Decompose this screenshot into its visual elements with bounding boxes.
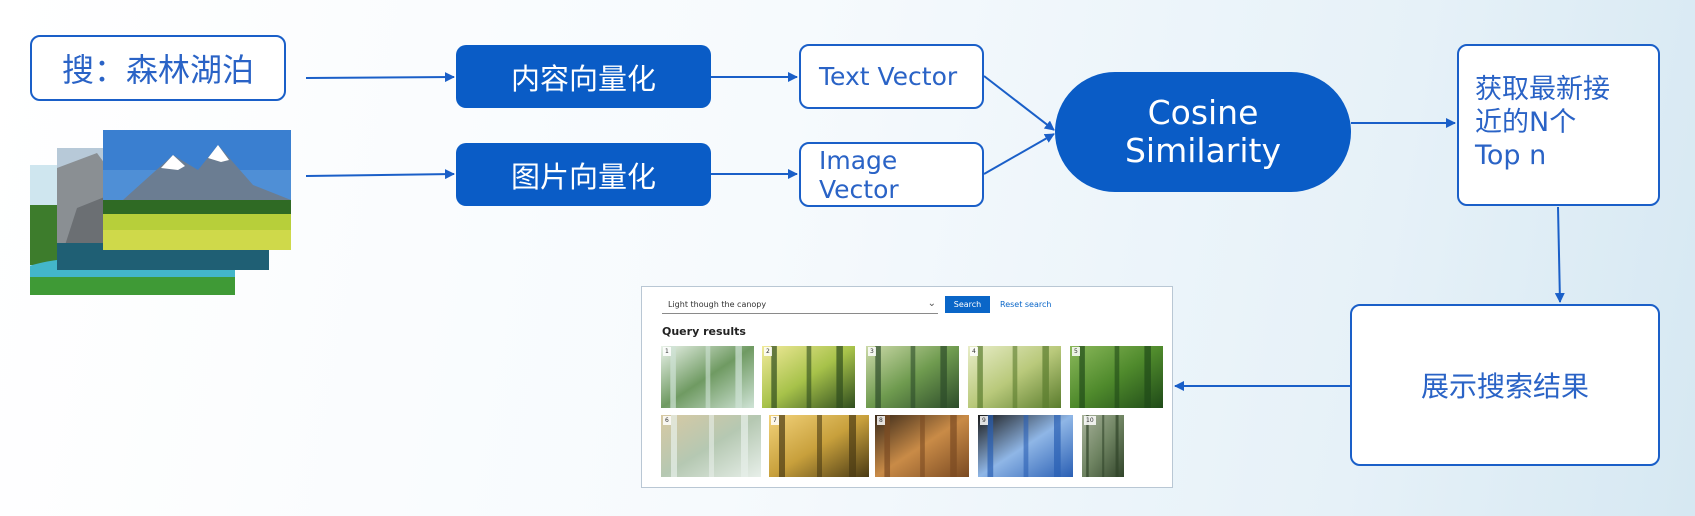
text-vector-label: Text Vector [819, 62, 958, 91]
query-results-title: Query results [662, 325, 746, 338]
result-number: 1 [663, 347, 671, 356]
arrow-query-to-text-vectorize [305, 72, 455, 83]
result-number: 7 [771, 416, 779, 425]
arrow-topn-to-display [1554, 206, 1565, 303]
search-input[interactable]: Light though the canopy ⌄ [662, 297, 938, 314]
text-vectorize-label: 内容向量化 [510, 61, 656, 96]
result-thumbnail[interactable]: 1 [661, 346, 754, 408]
image-vectorize-label: 图片向量化 [510, 159, 656, 194]
result-number: 8 [877, 416, 885, 425]
chevron-down-icon[interactable]: ⌄ [927, 298, 936, 309]
image-vector-box: Image Vector [799, 142, 984, 207]
cosine-line2: Similarity [1124, 131, 1282, 170]
result-number: 2 [764, 347, 772, 356]
top-n-line3: Top n [1475, 139, 1547, 171]
result-number: 10 [1084, 416, 1096, 425]
arrow-text-vector-to-cosine [983, 75, 1055, 131]
result-thumbnail[interactable]: 5 [1070, 346, 1163, 408]
image-vectorize-box: 图片向量化 [456, 143, 711, 206]
result-thumbnail[interactable]: 9 [978, 415, 1073, 477]
result-thumbnail[interactable]: 4 [968, 346, 1061, 408]
search-query-box: 搜：森林湖泊 [30, 35, 286, 101]
alpine-meadow-photo [103, 130, 291, 250]
result-number: 4 [970, 347, 978, 356]
arrow-image-vector-to-cosine [983, 133, 1055, 175]
search-results-screenshot: Light though the canopy ⌄ Search Reset s… [641, 286, 1173, 488]
search-query-label: 搜：森林湖泊 [61, 51, 254, 89]
top-n-line2: 近的N个 [1475, 106, 1577, 138]
result-number: 5 [1072, 347, 1080, 356]
result-number: 6 [663, 416, 671, 425]
result-thumbnail[interactable]: 7 [769, 415, 869, 477]
display-results-label: 展示搜索结果 [1420, 370, 1589, 403]
top-n-line1: 获取最新接 [1475, 74, 1610, 105]
display-results-box: 展示搜索结果 [1350, 304, 1660, 466]
cosine-similarity-node: Cosine Similarity [1055, 72, 1351, 192]
reset-search-link[interactable]: Reset search [1000, 300, 1052, 309]
result-thumbnail[interactable]: 6 [661, 415, 761, 477]
result-thumbnail[interactable]: 10 [1082, 415, 1124, 477]
arrow-images-to-image-vectorize [305, 169, 455, 180]
cosine-line1: Cosine [1147, 93, 1259, 133]
image-vector-label: Image Vector [819, 145, 899, 204]
top-n-box: 获取最新接 近的N个 Top n [1457, 44, 1660, 206]
text-vectorize-box: 内容向量化 [456, 45, 711, 108]
result-number: 9 [980, 416, 988, 425]
result-thumbnail[interactable]: 8 [875, 415, 969, 477]
result-thumbnail[interactable]: 3 [866, 346, 959, 408]
result-thumbnail[interactable]: 2 [762, 346, 855, 408]
search-button[interactable]: Search [945, 296, 990, 313]
search-input-value: Light though the canopy [668, 300, 767, 309]
result-number: 3 [868, 347, 876, 356]
text-vector-box: Text Vector [799, 44, 984, 109]
